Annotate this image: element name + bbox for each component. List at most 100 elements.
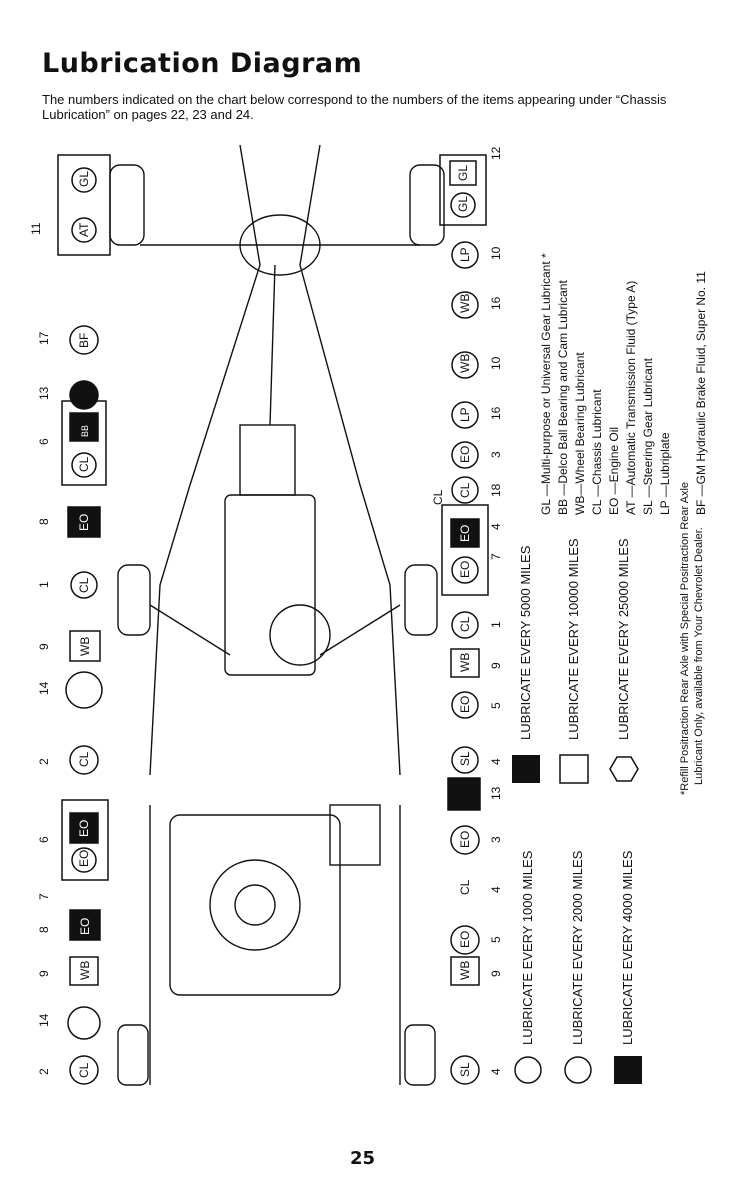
bnum-7: 3 bbox=[489, 451, 503, 458]
eo-symbol-top: EO bbox=[77, 514, 91, 531]
num-6: 6 bbox=[37, 438, 51, 445]
gl-symbol: GL bbox=[77, 171, 91, 187]
cl-symbol-low: CL bbox=[77, 1062, 91, 1078]
lbnum-2: 5 bbox=[489, 936, 503, 943]
gl-symbol-b1: GL bbox=[456, 196, 470, 212]
lbnum-4: 3 bbox=[489, 836, 503, 843]
eo-symbol-b3: EO bbox=[458, 525, 472, 542]
eo-symbol-low4: EO bbox=[458, 931, 472, 948]
page-number: 25 bbox=[350, 1148, 376, 1169]
lbnum-1: 9 bbox=[489, 970, 503, 977]
interval-5000: LUBRICATE EVERY 5000 MILES bbox=[518, 545, 533, 740]
num-14: 14 bbox=[37, 681, 51, 695]
lower-bottom-numbers: 4 9 5 4 3 13 bbox=[489, 786, 503, 1075]
bnum-12: 12 bbox=[489, 146, 503, 160]
intro-paragraph: The numbers indicated on the chart below… bbox=[42, 92, 667, 122]
gl-symbol-b2: GL bbox=[456, 165, 470, 181]
eo-symbol-low5: EO bbox=[458, 831, 472, 848]
upper-bottom-symbols: SL EO WB CL EO EO CL EO LP WB LP WB GL G… bbox=[431, 165, 472, 766]
fluid-legend: GL —Multi-purpose or Universal Gear Lubr… bbox=[539, 253, 708, 515]
num-9: 9 bbox=[37, 643, 51, 650]
eo-symbol-b4: EO bbox=[458, 446, 472, 463]
lbnum-0: 4 bbox=[489, 1068, 503, 1075]
bf-symbol: BF bbox=[77, 333, 91, 348]
footnote: *Refill Positraction Rear Axle with Spec… bbox=[679, 482, 705, 795]
footnote-line2: Lubricant Only, available from Your Chev… bbox=[693, 527, 705, 785]
lnum-1: 14 bbox=[37, 1013, 51, 1027]
cl-symbol: CL bbox=[77, 456, 91, 472]
wb-symbol-b1: WB bbox=[458, 653, 472, 672]
upper-bottom-callouts bbox=[439, 154, 489, 774]
interval-25000: LUBRICATE EVERY 25000 MILES bbox=[616, 538, 631, 740]
upper-callout-row bbox=[57, 154, 111, 775]
eo-symbol-b1: EO bbox=[458, 696, 472, 713]
interval-1000: LUBRICATE EVERY 1000 MILES bbox=[520, 850, 535, 1045]
lower-bottom-callouts bbox=[447, 777, 481, 1085]
bnum-3: 1 bbox=[489, 621, 503, 628]
upper-interval-legend: LUBRICATE EVERY 5000 MILES LUBRICATE EVE… bbox=[512, 538, 639, 784]
interval-10000: LUBRICATE EVERY 10000 MILES bbox=[566, 538, 581, 740]
eo-symbol-low1: EO bbox=[78, 918, 92, 935]
bnum-1: 5 bbox=[489, 702, 503, 709]
lower-top-numbers: 2 14 9 8 7 6 bbox=[37, 836, 51, 1075]
legend-at: AT —Automatic Transmission Fluid (Type A… bbox=[624, 281, 638, 515]
icon-10000 bbox=[559, 754, 589, 784]
wb-symbol-b3: WB bbox=[458, 294, 472, 313]
lbnum-5: 13 bbox=[489, 786, 503, 800]
bnum-2: 9 bbox=[489, 662, 503, 669]
lower-engine-drawing bbox=[117, 804, 436, 1086]
cl-symbol-b2: CL bbox=[458, 482, 472, 498]
icon-4000 bbox=[614, 1056, 642, 1084]
legend-gl: GL —Multi-purpose or Universal Gear Lubr… bbox=[539, 253, 553, 515]
legend-lp: LP —Lubriplate bbox=[658, 432, 672, 515]
bnum-9: 10 bbox=[489, 356, 503, 370]
lower-bottom-symbols: SL WB EO EO CL bbox=[458, 831, 472, 1077]
bnum-0: 4 bbox=[489, 758, 503, 765]
num-8: 8 bbox=[37, 518, 51, 525]
legend-sl: SL —Steering Gear Lubricant bbox=[641, 357, 655, 515]
bnum-4: 7 bbox=[489, 553, 503, 560]
lower-callout-labels: CL WB EO EO EO bbox=[77, 820, 92, 1078]
bnum-6: 18 bbox=[489, 483, 503, 497]
upper-top-numbers: 2 14 9 1 8 6 13 17 11 bbox=[29, 222, 51, 765]
at-symbol: AT bbox=[77, 222, 91, 237]
num-1: 1 bbox=[37, 581, 51, 588]
rotated-figure: AT GL BF CL BB EO CL WB CL 2 14 9 1 8 6 … bbox=[29, 144, 708, 1086]
upper-chassis-drawing bbox=[109, 144, 445, 776]
lower-interval-legend: LUBRICATE EVERY 1000 MILES LUBRICATE EVE… bbox=[514, 850, 642, 1084]
lnum-5: 6 bbox=[37, 836, 51, 843]
bnum-11: 10 bbox=[489, 246, 503, 260]
cl-label: CL bbox=[431, 489, 445, 505]
cl-symbol-top: CL bbox=[77, 577, 91, 593]
icon-5000 bbox=[512, 755, 540, 783]
wb-symbol-low2: WB bbox=[458, 961, 472, 980]
lp-symbol-b1: LP bbox=[458, 407, 472, 422]
bb-symbol: BB bbox=[80, 425, 90, 437]
legend-wb: WB—Wheel Bearing Lubricant bbox=[573, 352, 587, 515]
icon-2000 bbox=[564, 1056, 592, 1084]
legend-cl: CL —Chassis Lubricant bbox=[590, 389, 604, 515]
legend-bb: BB —Delco Ball Bearing and Cam Lubricant bbox=[556, 280, 570, 515]
icon-1000 bbox=[514, 1056, 542, 1084]
sl-symbol-low: SL bbox=[458, 1062, 472, 1077]
bnum-5: 4 bbox=[489, 523, 503, 530]
eo-symbol-b2: EO bbox=[458, 561, 472, 578]
footnote-line1: *Refill Positraction Rear Axle with Spec… bbox=[679, 482, 691, 795]
num-11: 11 bbox=[29, 222, 43, 235]
cl-label-low: CL bbox=[458, 879, 472, 895]
interval-4000: LUBRICATE EVERY 4000 MILES bbox=[620, 850, 635, 1045]
cl-symbol-b1: CL bbox=[458, 616, 472, 632]
interval-2000: LUBRICATE EVERY 2000 MILES bbox=[570, 850, 585, 1045]
wb-symbol-top: WB bbox=[78, 637, 92, 656]
icon-25000 bbox=[609, 756, 639, 782]
wb-symbol-low: WB bbox=[78, 961, 92, 980]
num-2: 2 bbox=[37, 758, 51, 765]
legend-bf: BF —GM Hydraulic Brake Fluid, Super No. … bbox=[694, 271, 708, 515]
lnum-2: 9 bbox=[37, 970, 51, 977]
eo-symbol-low3: EO bbox=[77, 820, 91, 837]
num-17: 17 bbox=[37, 331, 51, 345]
cl-symbol-left: CL bbox=[77, 751, 91, 767]
legend-eo: EO —Engine Oil bbox=[607, 427, 621, 515]
upper-bottom-numbers: 4 5 9 1 7 4 18 3 16 10 16 10 12 bbox=[489, 146, 503, 765]
page-title: Lubrication Diagram bbox=[42, 48, 363, 79]
